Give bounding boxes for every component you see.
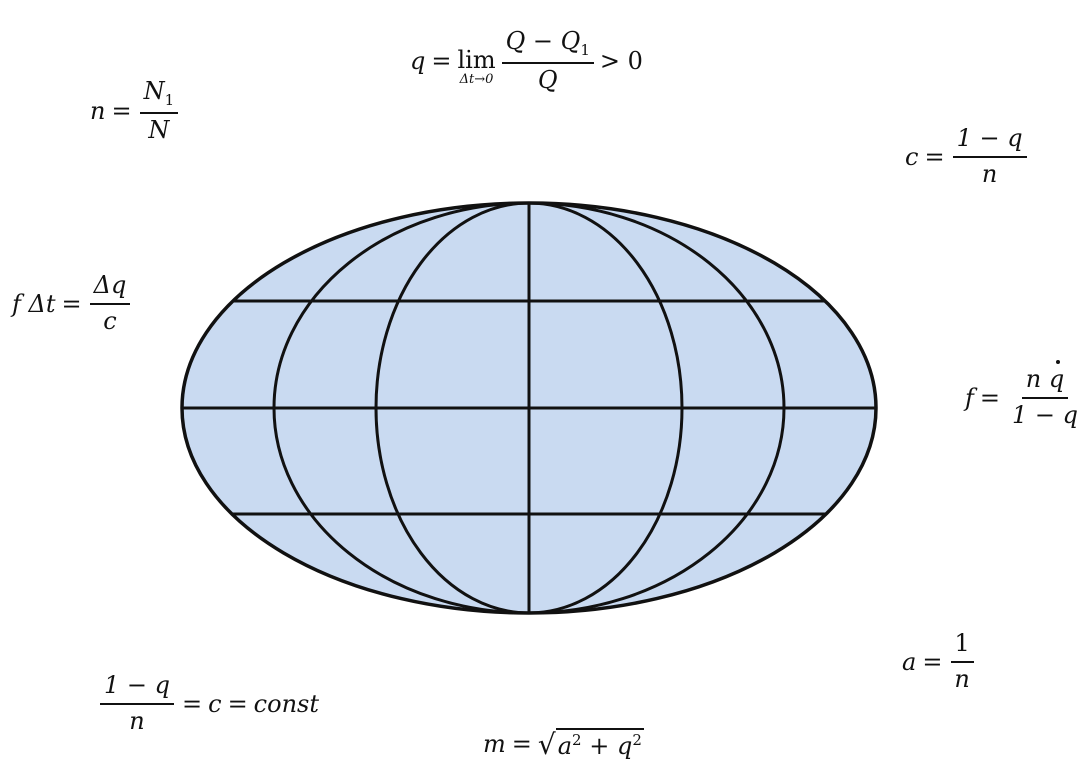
equation-q-definition: q = lim Δt→0 Q − Q1 Q > 0 (410, 27, 643, 95)
fraction-f: n q 1 − q (1012, 360, 1078, 429)
fraction-a: 1 n (950, 629, 974, 693)
fraction-q: Q − Q1 Q (501, 27, 594, 95)
fraction-c-const: 1 − q n (100, 671, 174, 735)
fraction-n: N1 N (139, 77, 179, 145)
equation-c-constant: 1 − q n = c = const (98, 671, 319, 735)
equation-f-definition: f = n q 1 − q (965, 360, 1084, 429)
equation-n-definition: n = N1 N (90, 77, 180, 145)
meridian-inner (374, 203, 684, 613)
equation-a-definition: a = 1 n (902, 629, 976, 693)
equation-c-definition: c = 1 − q n (905, 124, 1029, 188)
meridian-outer (272, 203, 786, 613)
equation-m-definition: m = √ a2 + q2 (483, 728, 644, 762)
equation-f-delta-t: f Δt = Δq c (12, 271, 132, 335)
limit-operator: lim Δt→0 (457, 45, 496, 87)
fraction-c: 1 − q n (952, 124, 1027, 188)
fraction-delta-q: Δq c (89, 271, 131, 335)
square-root: √ a2 + q2 (537, 728, 644, 762)
